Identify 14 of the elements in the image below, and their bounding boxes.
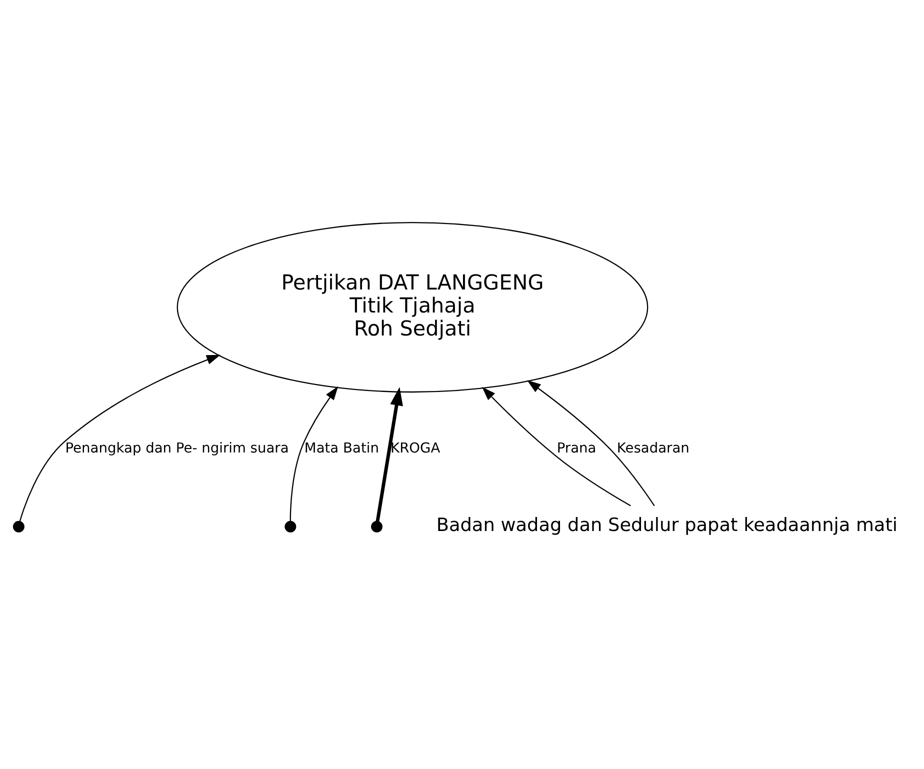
node-circle xyxy=(371,520,383,532)
edge-label: Kesadaran xyxy=(616,440,690,456)
edge-label: Mata Batin xyxy=(304,440,379,456)
edge-label: Prana xyxy=(556,440,596,456)
edge-label: Penangkap dan Pe- ngirim suara xyxy=(65,440,289,456)
arrow xyxy=(527,380,655,506)
node-circle xyxy=(12,520,24,532)
node-text: Badan wadag dan Sedulur papat keadaannja mati xyxy=(436,514,898,536)
arrow xyxy=(376,386,403,522)
edge-label: KROGA xyxy=(390,440,440,456)
node-circle xyxy=(284,520,296,532)
arrow xyxy=(482,386,631,506)
arrow xyxy=(290,386,338,521)
arrow xyxy=(19,354,220,522)
